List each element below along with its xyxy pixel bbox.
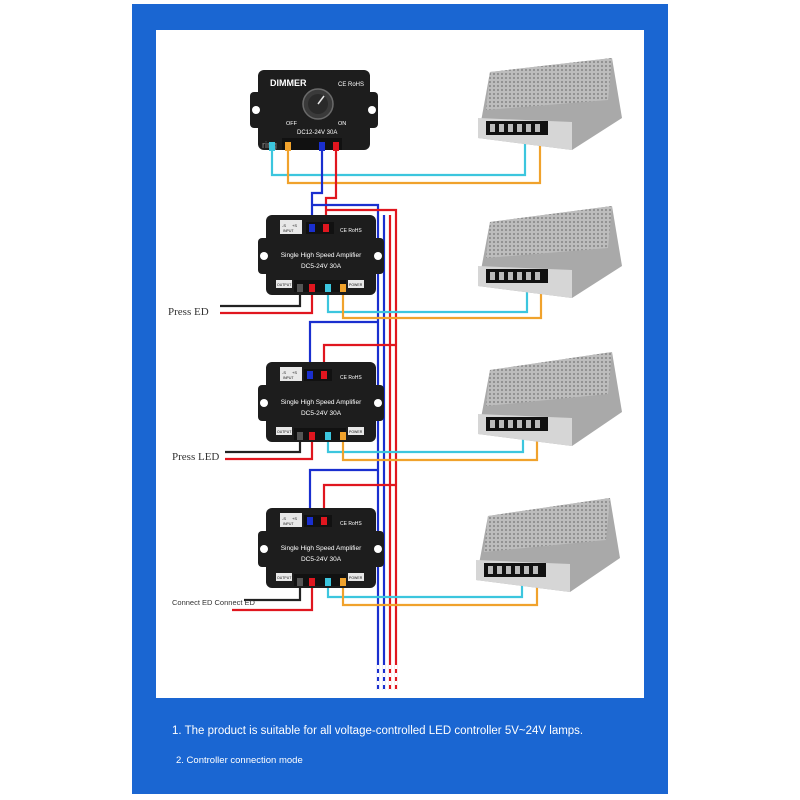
amp1-input-label: INPUT (283, 229, 294, 233)
power-supply-3 (478, 352, 622, 446)
wire-dimmer-red (324, 150, 338, 228)
amplifier-module-2: -S +S INPUT CE RoHS Single High Speed Am… (258, 362, 384, 442)
wire-branch2-red (322, 343, 396, 368)
wire-trunk-red (326, 208, 398, 690)
amp2-power-label: POWER (349, 430, 363, 434)
amp3-pin-neg: -S (282, 516, 286, 521)
amp1-power-label: POWER (349, 283, 363, 287)
amplifier-module-3: -S +S INPUT CE RoHS Single High Speed Am… (258, 508, 384, 588)
wire-amp2-orange (341, 432, 539, 462)
wire-trunk-blue (312, 203, 380, 690)
wires (220, 135, 543, 690)
wire-dimmer-blue (310, 150, 324, 228)
amp3-pin-pos: +S (292, 516, 297, 521)
dimmer-terminal-blue (319, 142, 325, 151)
amp3-input-label: INPUT (283, 522, 294, 526)
amp2-input-label: INPUT (283, 376, 294, 380)
wire-branch3-blue (308, 468, 378, 514)
label-press-ed: Press ED (168, 306, 209, 318)
dimmer-certs: CE RoHS (338, 82, 364, 88)
wire-amp3-cyan (326, 580, 524, 599)
wire-amp2-led-black (225, 440, 302, 454)
wire-amp3-led-black (244, 586, 302, 602)
amp2-spec: DC5-24V 30A (301, 410, 342, 417)
note-line-2: 2. Controller connection mode (176, 755, 303, 766)
amp2-title: Single High Speed Amplifier (281, 399, 362, 406)
amp3-spec: DC5-24V 30A (301, 556, 342, 563)
label-press-led: Press LED (172, 451, 219, 463)
wire-amp1-cyan (326, 285, 529, 314)
wire-amp2-led-red (225, 440, 314, 461)
wire-amp2-cyan (326, 432, 525, 454)
amp2-certs: CE RoHS (340, 375, 362, 381)
power-supply-2 (478, 206, 622, 298)
amp1-output-label: OUTPUT (277, 283, 292, 287)
amp1-pin-pos: +S (292, 223, 297, 228)
dimmer-spec: DC12-24V 30A (297, 130, 337, 136)
dimmer-module: DIMMER CE RoHS OFF ON DC12-24V 30A ring (250, 70, 378, 151)
amp1-pin-neg: -S (282, 223, 286, 228)
amp2-output-label: OUTPUT (277, 430, 292, 434)
dimmer-terminal-cyan (269, 142, 275, 151)
wire-amp3-orange (341, 580, 539, 607)
amplifier-module-1: -S +S INPUT CE RoHS Single High Speed Am… (258, 215, 384, 295)
amp3-certs: CE RoHS (340, 521, 362, 527)
wire-amp1-led-black (220, 292, 302, 308)
dimmer-terminal-red (333, 142, 339, 151)
amp1-title: Single High Speed Amplifier (281, 252, 362, 259)
wire-amp1-led-red (220, 292, 314, 315)
amp3-title: Single High Speed Amplifier (281, 545, 362, 552)
power-supply-1 (478, 58, 622, 150)
note-line-1: 1. The product is suitable for all volta… (172, 725, 584, 737)
wire-branch3-red (322, 483, 396, 514)
amp2-pin-neg: -S (282, 370, 286, 375)
wire-amp3-led-red (232, 586, 314, 612)
wire-amp1-orange (341, 285, 543, 320)
amp2-pin-pos: +S (292, 370, 297, 375)
label-connect-ed: Connect ED Connect ED (172, 598, 256, 607)
dimmer-off-label: OFF (286, 121, 298, 127)
amp1-certs: CE RoHS (340, 228, 362, 234)
wire-dimmer-cyan (270, 135, 527, 177)
dimmer-terminal-orange (285, 142, 291, 151)
amp3-output-label: OUTPUT (277, 576, 292, 580)
dimmer-brand: DIMMER (270, 78, 307, 88)
wire-branch2-blue (308, 320, 378, 368)
power-supply-4 (476, 498, 620, 592)
amp1-spec: DC5-24V 30A (301, 263, 342, 270)
continuation-dashes (376, 665, 398, 690)
amp3-power-label: POWER (349, 576, 363, 580)
wire-dimmer-orange (286, 135, 542, 185)
dimmer-on-label: ON (338, 121, 346, 127)
